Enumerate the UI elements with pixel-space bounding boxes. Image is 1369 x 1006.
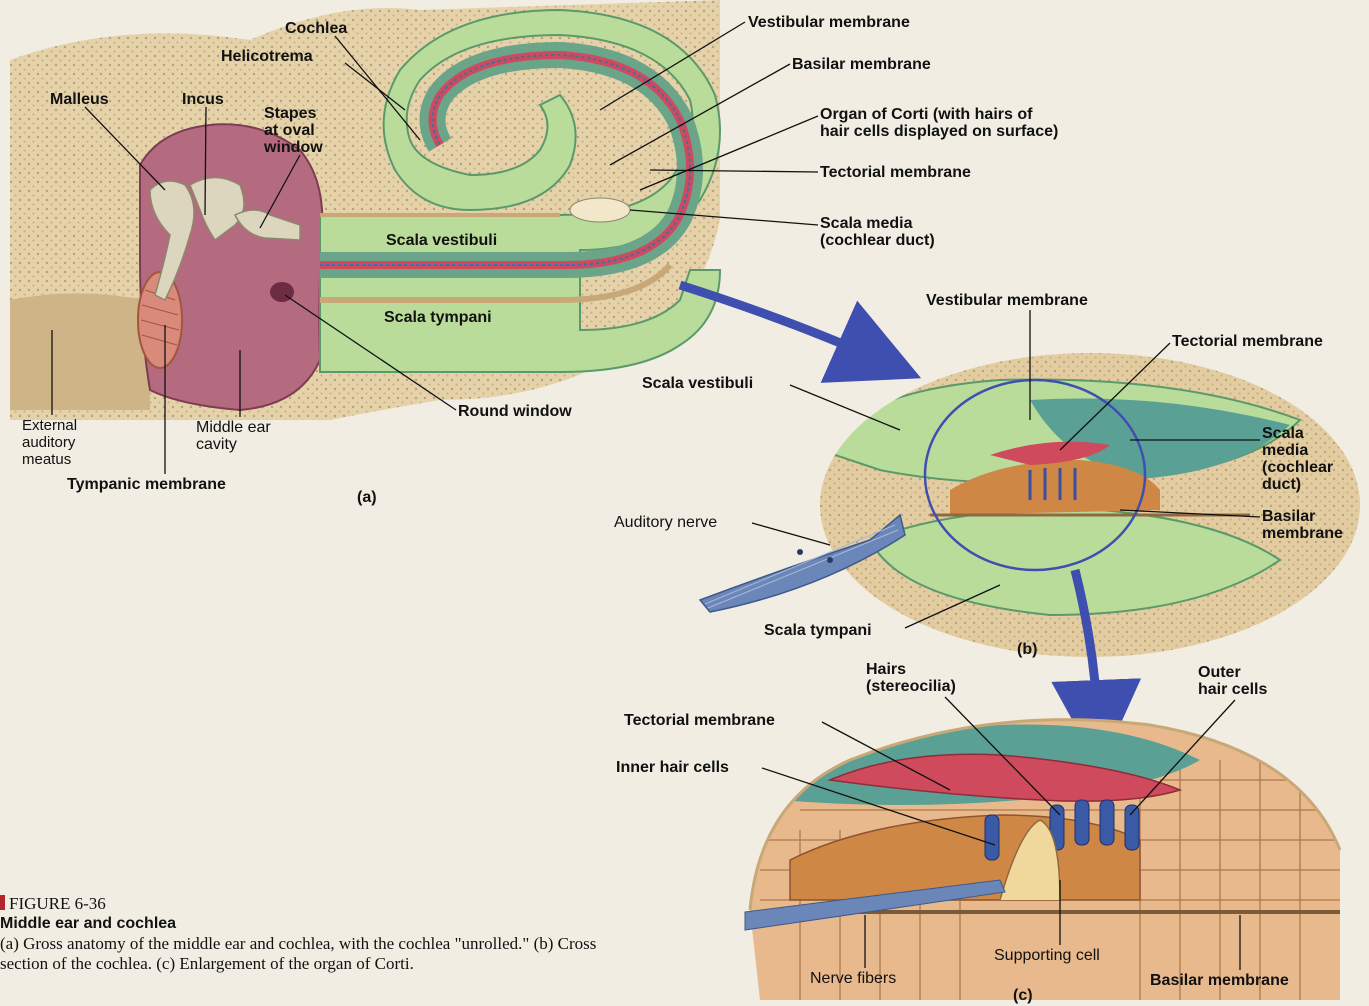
label-scala-vestibuli-a: Scala vestibuli bbox=[386, 232, 497, 249]
label-tectorial-membrane-a: Tectorial membrane bbox=[820, 164, 971, 181]
figure-number-text: FIGURE 6-36 bbox=[9, 894, 106, 913]
label-tympanic-membrane: Tympanic membrane bbox=[67, 476, 226, 493]
label-external-auditory-meatus: External auditory meatus bbox=[22, 417, 77, 468]
label-scala-media-b: Scala media (cochlear duct) bbox=[1262, 425, 1333, 493]
label-tectorial-membrane-b: Tectorial membrane bbox=[1172, 333, 1323, 350]
figure-caption: FIGURE 6-36 Middle ear and cochlea (a) G… bbox=[0, 894, 640, 974]
leader-auditory-nerve bbox=[752, 523, 830, 545]
figure-title: Middle ear and cochlea bbox=[0, 914, 640, 934]
figure-bar-mark bbox=[0, 895, 5, 910]
label-stapes-oval-window: Stapes at oval window bbox=[264, 105, 323, 156]
label-hairs-stereocilia: Hairs (stereocilia) bbox=[866, 661, 956, 695]
label-auditory-nerve: Auditory nerve bbox=[614, 514, 717, 531]
figure-number: FIGURE 6-36 bbox=[0, 894, 640, 914]
figure-caption-text: (a) Gross anatomy of the middle ear and … bbox=[0, 934, 640, 974]
label-basilar-membrane-a: Basilar membrane bbox=[792, 56, 931, 73]
label-malleus: Malleus bbox=[50, 91, 109, 108]
label-supporting-cell: Supporting cell bbox=[994, 947, 1100, 964]
label-vestibular-membrane-b: Vestibular membrane bbox=[926, 292, 1088, 309]
panel-a-tag: (a) bbox=[357, 489, 377, 506]
label-basilar-membrane-b: Basilar membrane bbox=[1262, 508, 1343, 542]
panel-b-tag: (b) bbox=[1017, 641, 1037, 658]
label-organ-of-corti: Organ of Corti (with hairs of hair cells… bbox=[820, 106, 1058, 140]
panel-a-art bbox=[10, 0, 720, 420]
label-outer-hair-cells: Outer hair cells bbox=[1198, 664, 1267, 698]
label-helicotrema: Helicotrema bbox=[221, 48, 313, 65]
label-tectorial-membrane-c: Tectorial membrane bbox=[624, 712, 775, 729]
label-inner-hair-cells: Inner hair cells bbox=[616, 759, 729, 776]
label-middle-ear-cavity: Middle ear cavity bbox=[196, 419, 271, 453]
label-incus: Incus bbox=[182, 91, 224, 108]
label-round-window: Round window bbox=[458, 403, 572, 420]
external-auditory-canal bbox=[10, 293, 150, 410]
arrow-a-to-b bbox=[680, 285, 880, 360]
label-scala-tympani-b: Scala tympani bbox=[764, 622, 872, 639]
label-scala-tympani-a: Scala tympani bbox=[384, 309, 492, 326]
panel-c-tag: (c) bbox=[1013, 987, 1033, 1004]
label-basilar-membrane-c: Basilar membrane bbox=[1150, 972, 1289, 989]
label-vestibular-membrane-a: Vestibular membrane bbox=[748, 14, 910, 31]
label-scala-media-a: Scala media (cochlear duct) bbox=[820, 215, 935, 249]
label-nerve-fibers: Nerve fibers bbox=[810, 970, 896, 987]
label-cochlea: Cochlea bbox=[285, 20, 347, 37]
label-scala-vestibuli-b: Scala vestibuli bbox=[642, 375, 753, 392]
